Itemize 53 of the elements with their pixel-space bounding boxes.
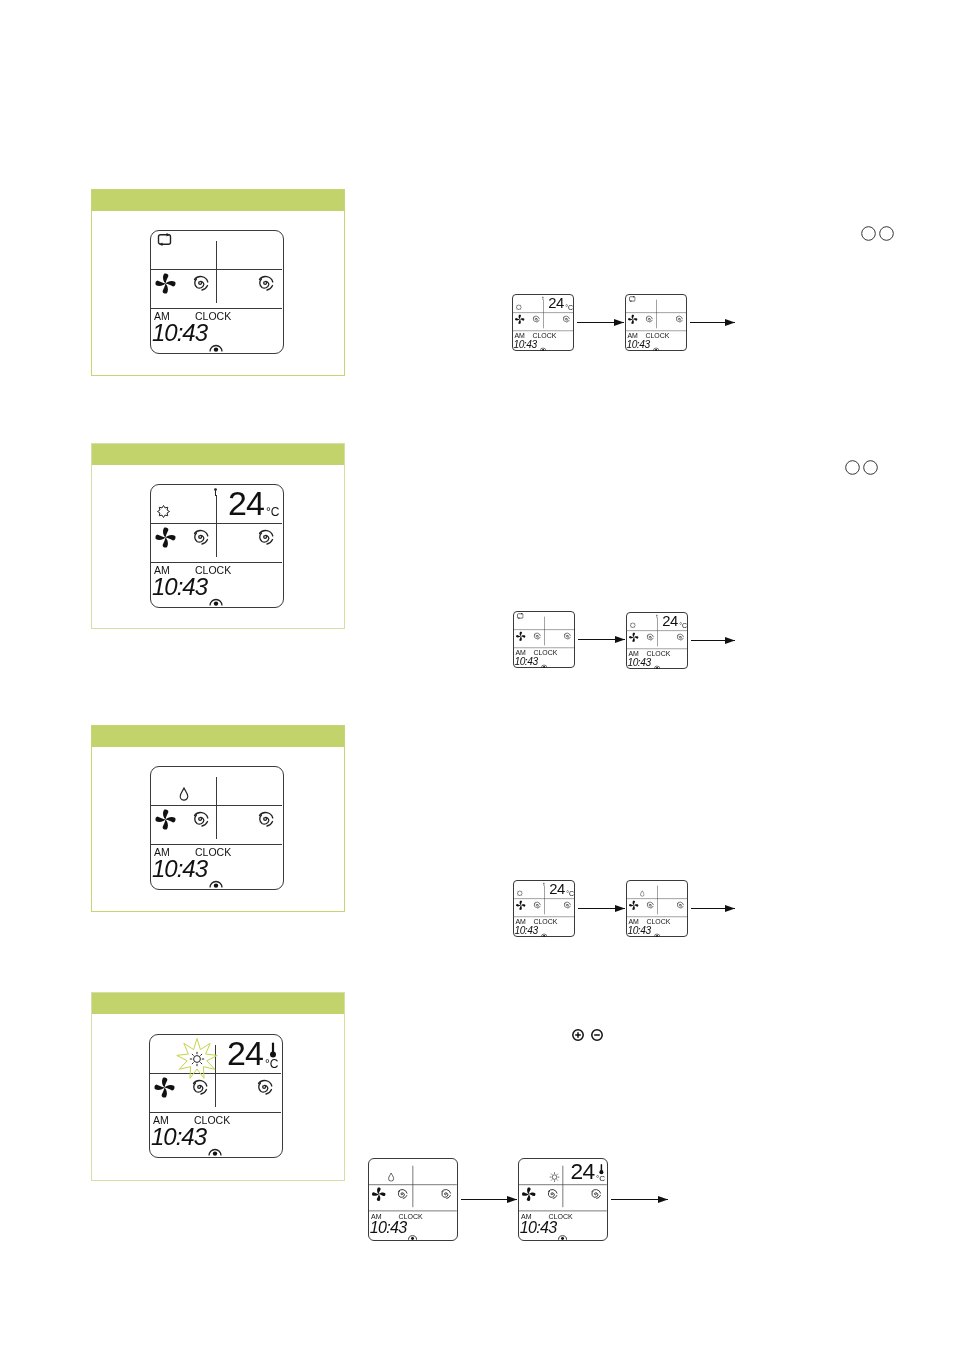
display-panel — [91, 725, 345, 912]
lcd-display — [626, 880, 688, 937]
arrow — [577, 905, 626, 912]
clock-label: CLOCK — [195, 311, 232, 322]
temperature-readout: 24 — [549, 881, 565, 897]
temperature-readout: 24 — [227, 1036, 263, 1070]
arrow — [690, 637, 736, 644]
period-label: AM — [153, 1115, 169, 1126]
temperature-readout: 24 — [570, 1159, 595, 1183]
temperature-readout: 24 — [548, 295, 564, 311]
clock-label: CLOCK — [195, 847, 232, 858]
lcd-display — [626, 612, 688, 669]
time-readout: 10:43 — [627, 657, 651, 668]
time-readout: 10:43 — [152, 857, 208, 881]
lcd-display — [149, 1034, 283, 1158]
temperature-readout: 24 — [228, 486, 264, 520]
lcd-display — [368, 1158, 458, 1241]
lcd-display — [512, 294, 574, 351]
unit-label: °C — [266, 506, 280, 518]
time-readout: 10:43 — [627, 925, 651, 936]
time-readout: 10:43 — [519, 1219, 557, 1236]
clock-label: CLOCK — [195, 565, 232, 576]
period-label: AM — [154, 311, 170, 322]
display-panel — [91, 992, 345, 1181]
time-readout: 10:43 — [151, 1125, 207, 1149]
clock-label: CLOCK — [194, 1115, 231, 1126]
period-label: AM — [154, 847, 170, 858]
time-readout: 10:43 — [514, 925, 538, 936]
unit-label: °C — [596, 1174, 606, 1183]
arrow — [460, 1196, 518, 1203]
arrow — [610, 1196, 669, 1203]
time-readout: 10:43 — [369, 1219, 407, 1236]
time-readout: 10:43 — [152, 321, 208, 345]
arrow — [576, 319, 625, 326]
arrow — [689, 319, 736, 326]
lcd-display — [513, 611, 575, 668]
time-readout: 10:43 — [513, 339, 537, 350]
lcd-display — [150, 484, 284, 608]
arrow — [577, 636, 626, 643]
lcd-display — [150, 230, 284, 354]
temperature-readout: 24 — [662, 613, 678, 629]
display-panel — [91, 443, 345, 629]
arrow — [690, 905, 736, 912]
time-readout: 10:43 — [626, 339, 650, 350]
lcd-display — [518, 1158, 608, 1241]
lcd-display — [625, 294, 687, 351]
display-panel — [91, 189, 345, 376]
time-readout: 10:43 — [152, 575, 208, 599]
unit-label: °C — [265, 1058, 279, 1070]
time-readout: 10:43 — [514, 656, 538, 667]
period-label: AM — [154, 565, 170, 576]
lcd-display — [513, 880, 575, 937]
lcd-display — [150, 766, 284, 890]
